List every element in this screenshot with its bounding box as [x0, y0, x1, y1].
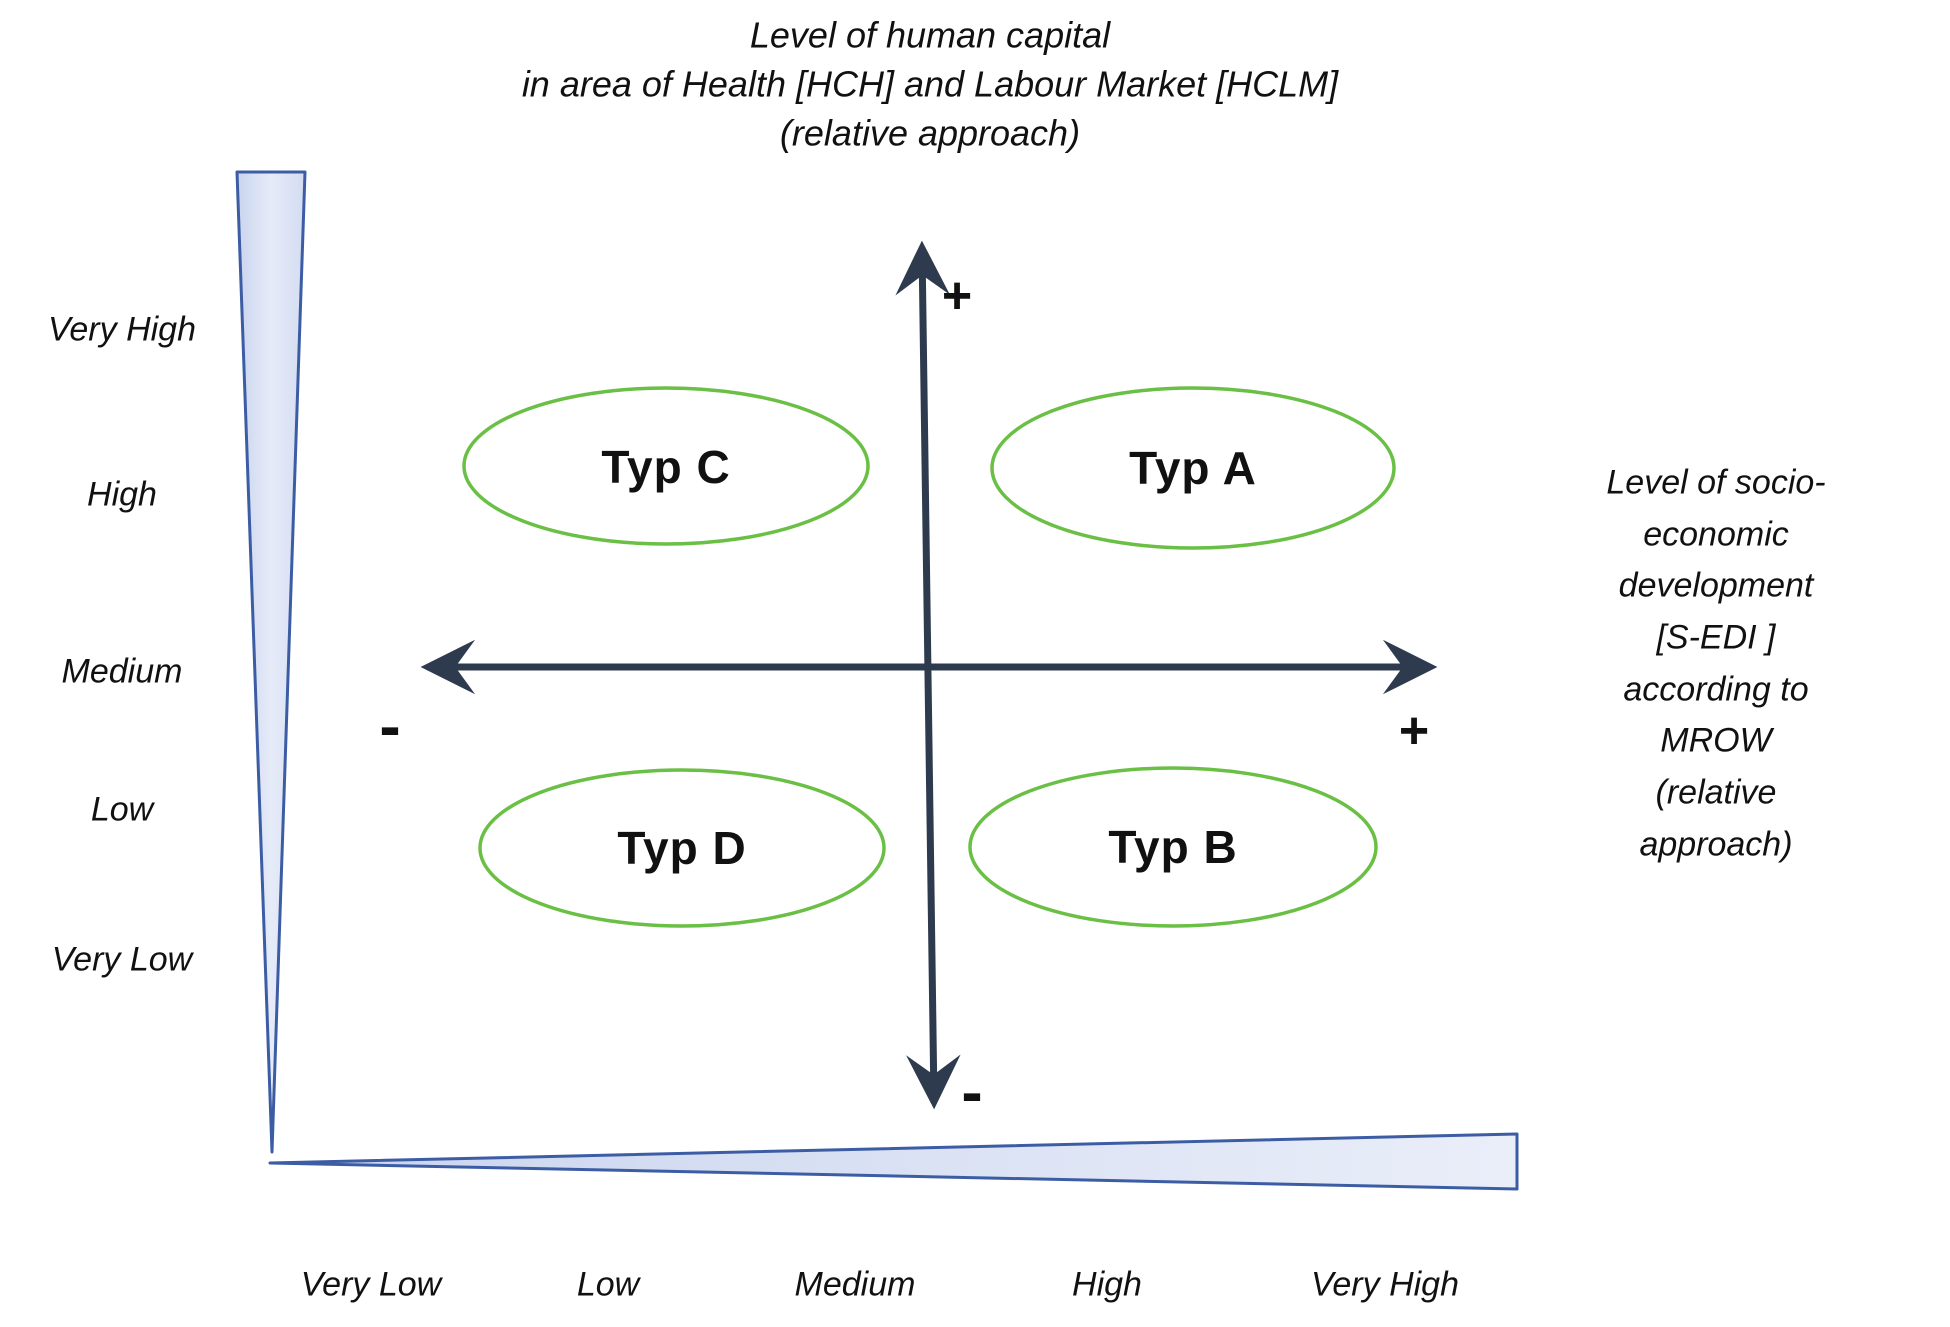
- x-scale-label-high: High: [1072, 1265, 1142, 1304]
- typ-c-ellipse: [462, 386, 870, 546]
- quadrant-label-typ-a: Typ A: [1129, 442, 1257, 494]
- typ-a-ellipse: [990, 386, 1396, 550]
- y-scale-label-very-high: Very High: [47, 310, 197, 349]
- x-scale-wedge: [268, 1132, 1519, 1191]
- y-axis-plus-sign: +: [941, 267, 973, 325]
- y-scale-label-medium: Medium: [61, 652, 183, 691]
- typ-d-ellipse: [478, 768, 886, 928]
- y-axis-minus-sign: -: [961, 1056, 983, 1128]
- x-axis-title: Level of socio-economic development [S-E…: [1606, 463, 1826, 864]
- y-axis-title: Level of human capital in area of Health…: [521, 14, 1339, 154]
- y-scale-label-low: Low: [90, 790, 154, 829]
- x-scale-label-low: Low: [576, 1265, 640, 1304]
- x-scale-label-medium: Medium: [794, 1265, 916, 1304]
- y-scale-label-very-low: Very Low: [51, 940, 193, 979]
- quadrant-label-typ-d: Typ D: [617, 822, 747, 874]
- y-axis-line: [895, 240, 961, 1110]
- x-scale-label-very-low: Very Low: [300, 1265, 442, 1304]
- x-axis-minus-sign: -: [379, 690, 401, 762]
- x-axis-plus-sign: +: [1398, 702, 1430, 760]
- quadrant-label-typ-c: Typ C: [601, 441, 731, 493]
- y-scale-wedge: [235, 170, 307, 1154]
- y-scale-label-high: High: [87, 475, 157, 514]
- typ-b-ellipse: [968, 766, 1378, 928]
- x-scale-label-very-high: Very High: [1310, 1265, 1460, 1304]
- quadrant-label-typ-b: Typ B: [1108, 821, 1238, 873]
